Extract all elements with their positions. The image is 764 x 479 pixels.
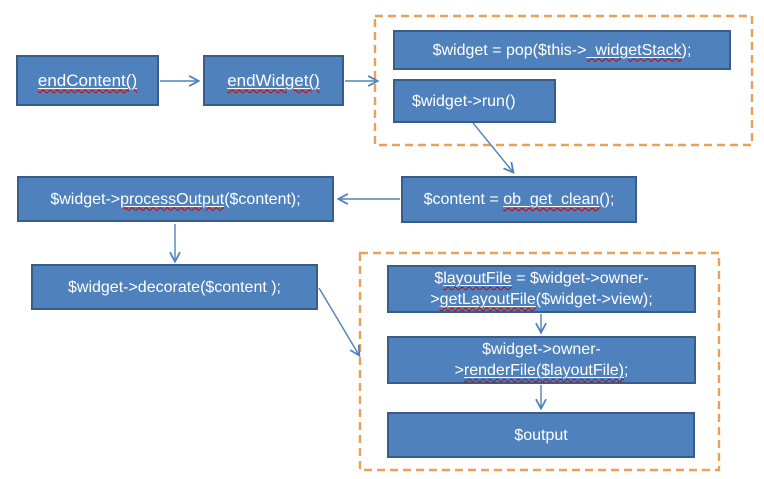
node-end-widget: endWidget() [203,55,344,106]
node-label-line2: >getLayoutFile($widget->view); [430,291,653,308]
node-output: $output [387,412,695,458]
node-label: $widget = pop($this->_widgetStack); [432,41,692,59]
node-label: endWidget() [227,71,320,90]
node-decorate: $widget->decorate($content ); [31,264,318,310]
group-frame-decorate-stage [358,251,721,472]
node-render-file: $widget->owner- >renderFile($layoutFile)… [387,336,696,384]
node-label: $widget->run() [412,92,516,110]
node-label: $widget->decorate($content ); [67,278,281,296]
node-label-line2: >renderFile($layoutFile); [454,362,629,379]
arrow-run-to-obgetclean [472,122,515,174]
group-frame-run-stage [373,14,754,147]
node-end-content: endContent() [16,55,159,106]
node-widget-run: $widget->run() [393,79,556,123]
node-label: $output [514,426,568,444]
node-label: $widget->processOutput($content); [50,190,301,208]
node-label-line1: $layoutFile = $widget->owner- [434,270,649,287]
node-label: $content = ob_get_clean(); [423,191,615,208]
node-get-layout-file: $layoutFile = $widget->owner- >getLayout… [387,265,696,313]
node-process-output: $widget->processOutput($content); [17,176,334,222]
node-ob-get-clean: $content = ob_get_clean(); [401,176,637,223]
node-label: endContent() [37,71,138,90]
arrow-decorate-to-layout-group [318,287,361,358]
node-pop-widget-stack: $widget = pop($this->_widgetStack); [393,30,731,70]
node-label-line1: $widget->owner- [482,341,601,358]
